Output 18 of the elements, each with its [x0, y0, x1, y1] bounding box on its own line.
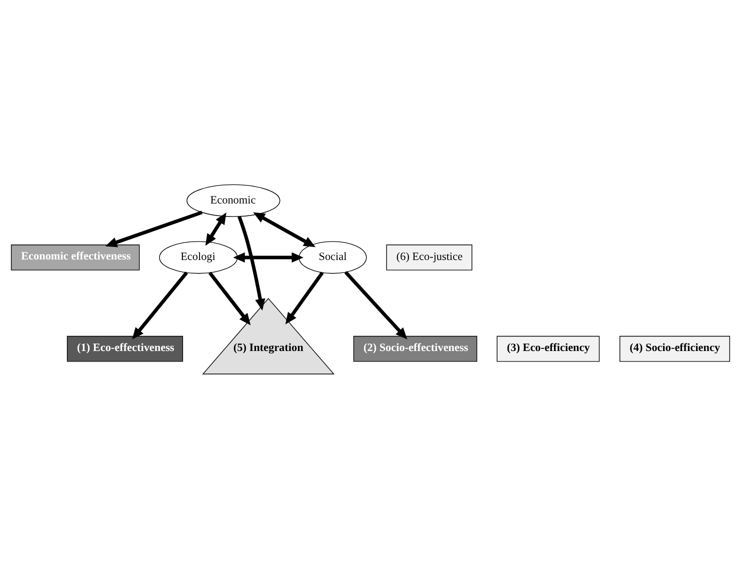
- arrow: [285, 271, 324, 324]
- node-box: (2) Socio-effectiveness: [353, 335, 478, 362]
- arrow: [105, 210, 203, 247]
- node-ellipse: Economic: [186, 184, 280, 216]
- node-ellipse: Ecologi: [159, 240, 238, 274]
- node-box: (1) Eco-effectiveness: [66, 335, 184, 362]
- arrow: [253, 212, 316, 247]
- arrow: [132, 271, 188, 339]
- arrow: [344, 270, 408, 339]
- node-box: Economic effectiveness: [10, 244, 140, 270]
- arrow: [205, 212, 226, 246]
- node-box: (6) Eco-justice: [386, 244, 472, 270]
- node-box: (3) Eco-efficiency: [496, 335, 600, 362]
- node-ellipse: Social: [298, 240, 367, 274]
- arrow: [233, 252, 304, 262]
- node-box: (4) Socio-efficiency: [620, 335, 730, 362]
- arrow: [238, 215, 266, 310]
- arrow: [208, 271, 251, 325]
